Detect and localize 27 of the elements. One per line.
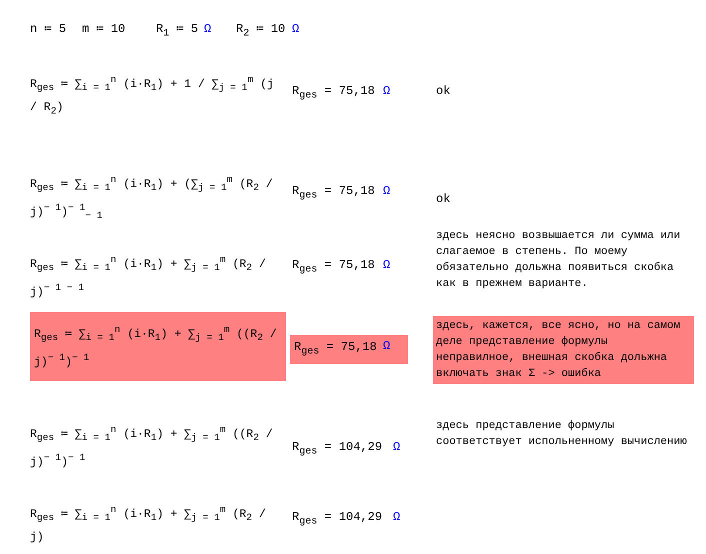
variable-assignment: m ≔ 10	[82, 21, 126, 38]
note: ok	[436, 191, 450, 208]
note: здесь, кажется, все ясно, но на самом деле представление формулы неправилное, внешная скобка дольжна включать знак Σ -> ошибка	[433, 316, 694, 384]
variable-assignment: R$_{2}$ ≔ 10	[236, 21, 286, 42]
unit-symbol: Ω	[383, 338, 390, 355]
unit-symbol: Ω	[292, 21, 300, 38]
variable-assignment: R$_{1}$ ≔ 5	[156, 21, 198, 42]
note: здесь неясно возвышается ли сумма или слагаемое в степень. По моему обязательно дольжна появиться скобка как в прежнем варианте.	[435, 229, 682, 292]
unit-symbol: Ω	[383, 183, 390, 200]
formula: R$_{ges}$ ≔ ∑$_{i = 1}$$^{n}$ (i·R$_{1}$) + ∑$_{j = 1}$$^{m}$ (R$_{2}$ / j)	[30, 503, 267, 546]
variable-assignment: n ≔ 5	[30, 21, 66, 38]
result-value: R$_{ges}$ = 104,29	[292, 509, 382, 530]
result-value: R$_{ges}$ = 75,18	[292, 257, 375, 278]
result-value: R$_{ges}$ = 75,18	[292, 83, 375, 104]
unit-symbol: Ω	[383, 257, 390, 274]
unit-symbol: Ω	[383, 83, 390, 100]
unit-symbol: Ω	[393, 509, 400, 526]
result-value: R$_{ges}$ = 104,29	[292, 439, 382, 460]
result-value: R$_{ges}$ = 75,18	[292, 183, 375, 204]
note: ok	[436, 83, 450, 100]
formula: R$_{ges}$ ≔ ∑$_{i = 1}$$^{n}$ (i·R$_{1}$) + ∑$_{j = 1}$$^{m}$ ((R$_{2}$ / j)$^{− 1}$)$^{− 1}$	[30, 423, 274, 471]
unit-symbol: Ω	[204, 21, 212, 38]
note: здесь представление формулы соответствует испольненному вычислению	[435, 419, 688, 450]
formula: R$_{ges}$ ≔ ∑$_{i = 1}$$^{n}$ (i·R$_{1}$) + ∑$_{j = 1}$$^{m}$ ((R$_{2}$ / j)$^{− 1}$)$^{− 1}$	[30, 312, 286, 381]
formula: R$_{ges}$ ≔ ∑$_{i = 1}$$^{n}$ (i·R$_{1}$) + 1 / ∑$_{j = 1}$$^{m}$ (j / R$_{2}$)	[30, 73, 275, 118]
unit-symbol: Ω	[393, 439, 400, 456]
formula: R$_{ges}$ ≔ ∑$_{i = 1}$$^{n}$ (i·R$_{1}$) + ∑$_{j = 1}$$^{m}$ (R$_{2}$ / j)$^{− 1 − 1}$	[30, 253, 267, 301]
